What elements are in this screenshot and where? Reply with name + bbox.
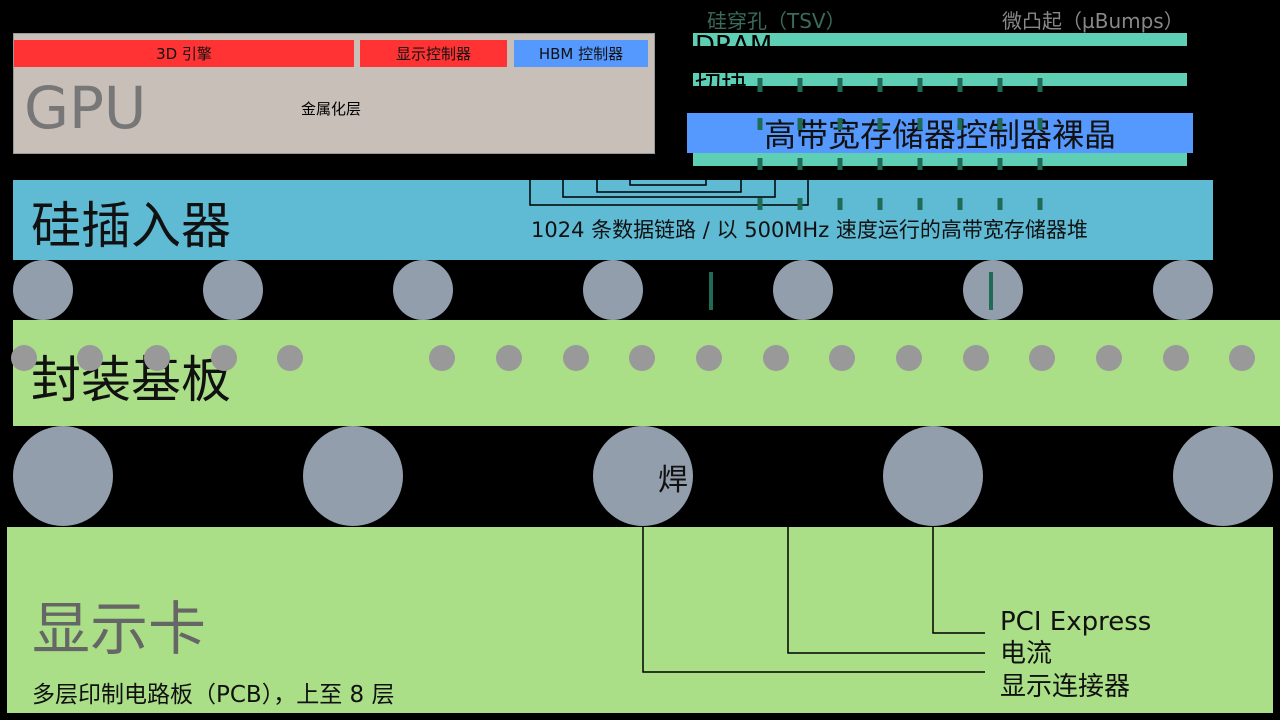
display-controller-block: 显示控制器 — [360, 40, 507, 67]
pcb-title: 显示卡 — [32, 595, 207, 663]
substrate-via — [11, 345, 37, 371]
c4-bump — [1153, 260, 1213, 320]
pcie-label: PCI Express — [1000, 607, 1151, 637]
dram-label: DRAM — [695, 33, 772, 46]
substrate-via — [211, 345, 237, 371]
c4-bump — [583, 260, 643, 320]
tsv-label: 硅穿孔（TSV） — [707, 9, 846, 33]
ubumps-label: 微凸起（µBumps） — [1002, 9, 1184, 33]
solder-ball — [1173, 426, 1273, 526]
c4-bump — [203, 260, 263, 320]
display-connector-label: 显示连接器 — [1000, 672, 1130, 702]
power-label: 电流 — [1000, 639, 1052, 669]
pcb-board: 显示卡 多层印制电路板（PCB），上至 8 层 — [7, 527, 1273, 713]
metallization-label: 金属化层 — [301, 100, 362, 118]
substrate-title: 封装基板 — [31, 351, 231, 409]
c4-bump — [13, 260, 73, 320]
hbm-logic-die: 高带宽存储器控制器裸晶 — [687, 113, 1193, 154]
substrate-via — [429, 345, 455, 371]
substrate-via — [144, 345, 170, 371]
gpu-die: 3D 引擎 显示控制器 HBM 控制器 GPU 金属化层 — [13, 33, 655, 154]
slice-layer: 切块 — [693, 73, 1187, 86]
3d-engine-block: 3D 引擎 — [14, 40, 354, 67]
substrate-via — [77, 345, 103, 371]
package-substrate: 封装基板 — [13, 320, 1280, 426]
substrate-via — [277, 345, 303, 371]
substrate-via — [1163, 345, 1189, 371]
solder-ball — [593, 426, 693, 526]
logic-die-base — [693, 153, 1187, 166]
pcb-desc: 多层印制电路板（PCB），上至 8 层 — [32, 682, 395, 708]
slice-label: 切块 — [695, 73, 747, 86]
interposer-title: 硅插入器 — [31, 197, 231, 255]
c4-bump — [393, 260, 453, 320]
dram-layer: DRAM — [693, 33, 1187, 46]
substrate-via — [896, 345, 922, 371]
solder-ball — [883, 426, 983, 526]
solder-label: 焊 — [658, 463, 688, 498]
hbm-controller-block: HBM 控制器 — [514, 40, 648, 67]
substrate-via — [1229, 345, 1255, 371]
interposer-traces — [529, 180, 809, 206]
gpu-title: GPU — [24, 74, 147, 142]
substrate-via — [563, 345, 589, 371]
substrate-via — [1029, 345, 1055, 371]
c4-bump — [773, 260, 833, 320]
substrate-via — [629, 345, 655, 371]
substrate-via — [696, 345, 722, 371]
silicon-interposer: 硅插入器 1024 条数据链路 / 以 500MHz 速度运行的高带宽存储器堆 — [13, 180, 1213, 260]
connector-lines — [642, 527, 985, 673]
interposer-desc: 1024 条数据链路 / 以 500MHz 速度运行的高带宽存储器堆 — [531, 218, 1088, 242]
solder-ball — [13, 426, 113, 526]
substrate-via — [829, 345, 855, 371]
substrate-via — [763, 345, 789, 371]
solder-ball — [303, 426, 403, 526]
substrate-via — [1096, 345, 1122, 371]
substrate-via — [496, 345, 522, 371]
substrate-via — [963, 345, 989, 371]
